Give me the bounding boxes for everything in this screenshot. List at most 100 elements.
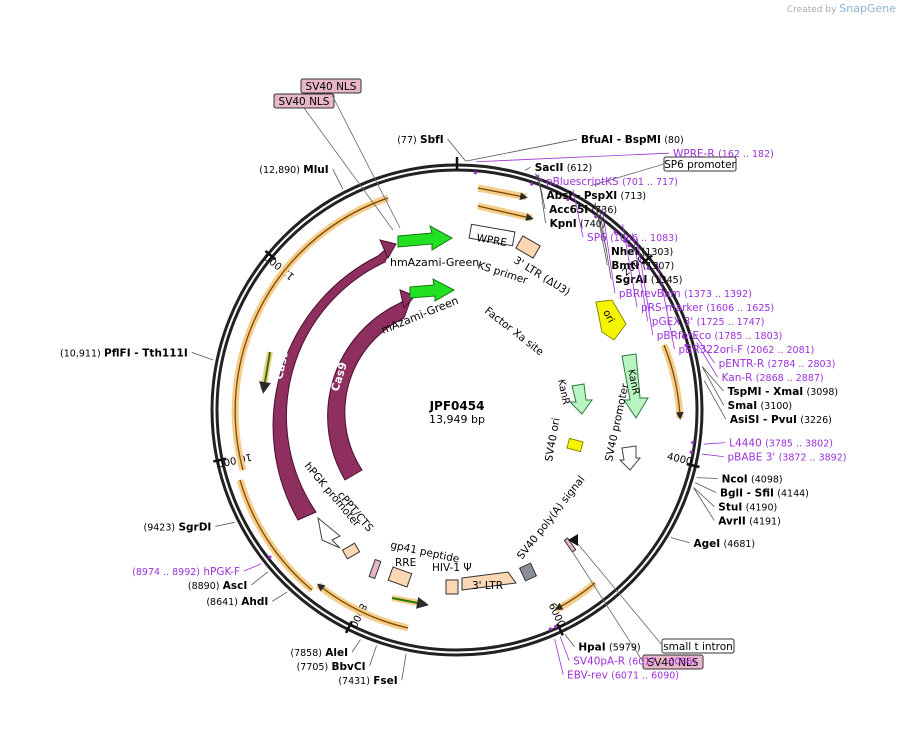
enzyme-site: SacII (612)	[535, 162, 593, 174]
primer-name: pENTR-R	[719, 358, 765, 370]
feature-label: SV40 poly(A) signal	[515, 474, 588, 562]
enzyme-position: (713)	[621, 191, 647, 202]
sp6-promoter-label: SP6 promoter	[664, 159, 736, 171]
primer-site: pBRforEco (1785 .. 1803)	[657, 330, 783, 342]
sv40-nls-label: SV40 NLS	[648, 657, 699, 669]
enzyme-leader-line	[351, 639, 361, 653]
enzyme-leader-line	[272, 591, 288, 602]
primer-range: (6071 .. 6090)	[611, 671, 679, 682]
primer-leader-line	[572, 189, 584, 238]
enzyme-leader-line	[695, 482, 717, 493]
primer-name: pBRrevBam	[619, 288, 681, 300]
enzyme-site: (10,911) PflFI - Tth111I	[60, 347, 188, 359]
primer-range: (1606 .. 1625)	[706, 303, 774, 314]
cas9-outer-arrow	[272, 243, 393, 521]
enzyme-name: AgeI	[694, 538, 721, 550]
primer-leader-line	[622, 223, 638, 308]
primer-site: pENTR-R (2784 .. 2803)	[719, 358, 836, 370]
enzyme-leader-line	[693, 487, 715, 521]
enzyme-position: (736)	[592, 205, 618, 216]
primer-range: (701 .. 717)	[622, 177, 678, 188]
primer-leader-line	[696, 342, 718, 378]
enzyme-position: (8890)	[188, 581, 220, 592]
enzyme-position: (12,890)	[259, 165, 300, 176]
cas9-arcs	[272, 239, 416, 521]
primer-leader-line	[703, 442, 726, 445]
enzyme-site: NcoI (4098)	[722, 474, 783, 486]
feature-label: hmAzami-Green	[390, 256, 479, 269]
enzyme-position: (1345)	[651, 275, 683, 286]
enzyme-leader-line	[701, 366, 724, 392]
enzyme-name: SbfI	[420, 134, 444, 146]
primer-marker	[646, 266, 650, 270]
enzyme-name: BbvCI	[332, 661, 366, 673]
enzyme-leader-line	[251, 571, 269, 586]
primer-range: (1373 .. 1392)	[684, 289, 752, 300]
enzyme-site: TspMI - XmaI (3098)	[728, 386, 839, 398]
primer-marker	[530, 182, 534, 186]
enzyme-site: (77) SbfI	[397, 134, 443, 146]
enzyme-site: (8890) AscI	[188, 580, 247, 592]
primer-name: pRS-marker	[641, 302, 704, 314]
primer-marker	[566, 197, 570, 201]
enzyme-leader-line	[447, 138, 466, 162]
primer-leader-line	[693, 333, 715, 364]
primer-site: pGEX 3' (1725 .. 1747)	[652, 316, 765, 328]
enzyme-leader-line	[670, 537, 690, 544]
enzyme-site: BglI - SfiI (4144)	[720, 488, 809, 500]
enzyme-name: AhdI	[241, 596, 268, 608]
primer-range: (1066 .. 1083)	[610, 233, 678, 244]
enzyme-site: BmtI (1307)	[611, 260, 674, 272]
sv40-nls-label: SV40 NLS	[306, 81, 357, 93]
credit-text: Created by	[786, 5, 837, 15]
primer-range: (6017 .. 6036)	[628, 657, 696, 668]
enzyme-position: (3100)	[760, 401, 792, 412]
primer-site: Kan-R (2868 .. 2887)	[722, 372, 824, 384]
primer-range: (162 .. 182)	[718, 149, 774, 160]
cas9-label: Cas9	[272, 349, 291, 381]
enzyme-position: (1303)	[642, 247, 674, 258]
enzyme-name: MluI	[303, 164, 328, 176]
enzyme-leader-line	[598, 205, 612, 280]
primer-marker	[268, 555, 272, 559]
primer-range: (2784 .. 2803)	[767, 359, 835, 370]
enzyme-name: FseI	[373, 675, 397, 687]
enzyme-position: (4191)	[749, 517, 781, 528]
primer-site: (8974 .. 8992) hPGK-F	[132, 566, 240, 578]
primer-range: (8974 .. 8992)	[132, 567, 200, 578]
enzyme-site: (9423) SgrDI	[144, 521, 212, 533]
primer-marker	[594, 215, 598, 219]
primer-name: L4440	[729, 438, 762, 450]
enzyme-name: NheI	[611, 246, 638, 258]
enzyme-site: StuI (4190)	[718, 502, 777, 514]
enzyme-position: (77)	[397, 135, 417, 146]
enzyme-site: SgrAI (1345)	[615, 274, 682, 286]
primer-name: EBV-rev	[567, 670, 608, 682]
primer-marker	[689, 450, 693, 454]
enzyme-site: AgeI (4681)	[694, 538, 756, 550]
primer-name: hPGK-F	[203, 566, 240, 578]
enzyme-site: (7705) BbvCI	[297, 661, 366, 673]
primer-leader-line	[702, 453, 724, 458]
primer-range: (1785 .. 1803)	[715, 331, 783, 342]
enzyme-name: AleI	[325, 647, 348, 659]
primer-marker	[554, 625, 558, 629]
enzyme-leader-line	[696, 477, 718, 479]
enzyme-name: PflFI - Tth111I	[104, 347, 188, 359]
enzyme-site: BfuAI - BspMI (80)	[581, 134, 684, 146]
enzyme-name: Acc65I	[549, 204, 588, 216]
primer-name: SP6	[587, 232, 607, 244]
feature-label: 3' LTR	[472, 580, 503, 592]
enzyme-name: SmaI	[728, 400, 758, 412]
enzyme-leader-line	[594, 202, 608, 266]
primer-marker	[613, 230, 617, 234]
feature-label: ori	[600, 308, 616, 325]
enzyme-site: KpnI (740)	[550, 218, 606, 230]
enzyme-site: (7431) FseI	[338, 675, 397, 687]
primer-leader-line	[534, 173, 543, 182]
enzyme-name: BfuAI - BspMI	[581, 134, 661, 146]
primer-marker	[627, 243, 631, 248]
primer-leader-line	[243, 563, 262, 572]
cas9-inner-arrow	[327, 294, 413, 481]
